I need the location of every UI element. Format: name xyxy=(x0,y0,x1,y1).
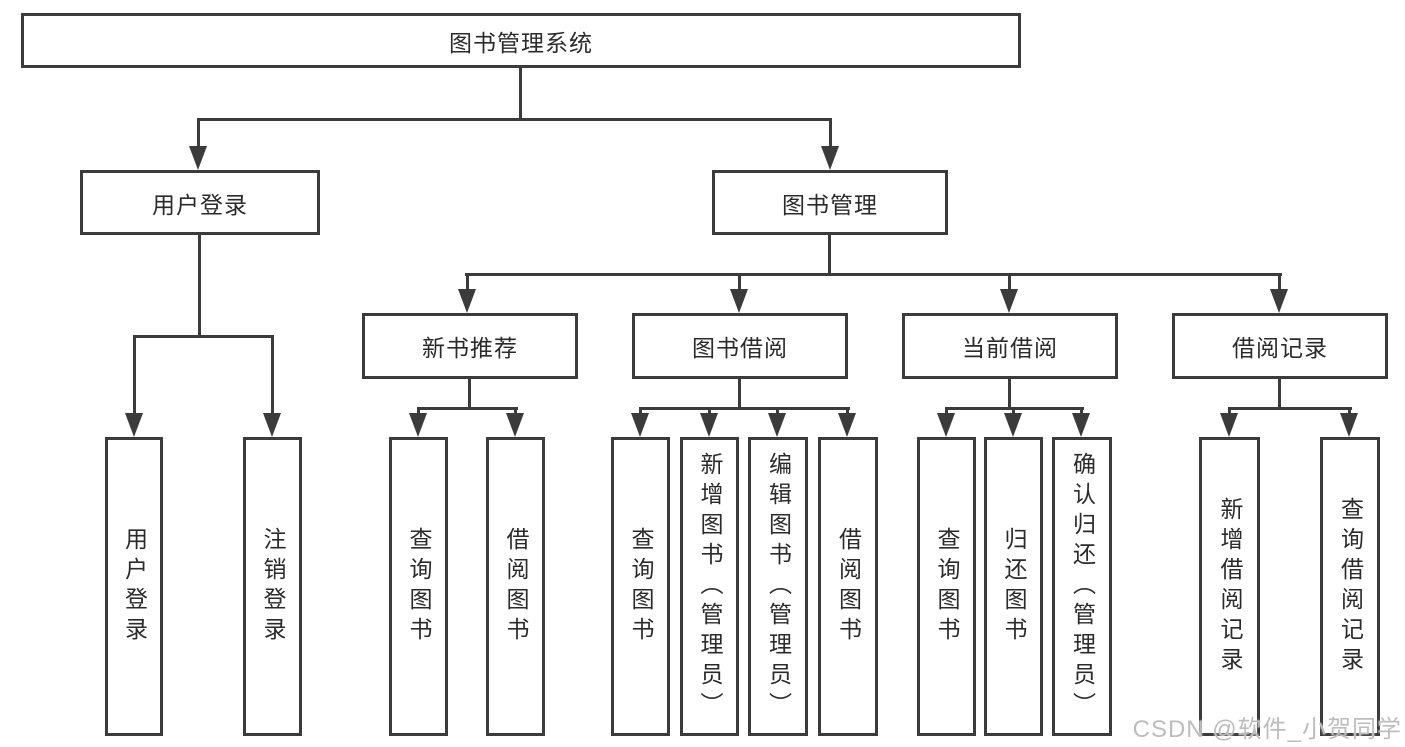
node-book-borrowing: 图书借阅 xyxy=(632,313,848,379)
connector-arrow-shaft xyxy=(945,407,948,417)
leaf-add-borrow-record: 新增借阅记录 xyxy=(1199,437,1260,736)
connector-arrow-shaft xyxy=(1278,273,1281,291)
connector-arrow-shaft xyxy=(1080,407,1083,417)
arrow-down-icon xyxy=(506,413,524,437)
leaf-label: 新增图书（管理员） xyxy=(697,451,723,722)
arrow-down-icon xyxy=(458,289,476,313)
leaf-label: 新增借阅记录 xyxy=(1217,496,1243,677)
connector-root-stem xyxy=(519,68,522,118)
connector-arrow-shaft xyxy=(846,407,849,417)
connector-bookmgmt-branch xyxy=(465,273,1282,276)
connector-stem xyxy=(738,379,741,407)
leaf-user-login: 用户登录 xyxy=(105,437,163,736)
arrow-down-icon xyxy=(1340,413,1358,437)
connector-userlogin-stem xyxy=(198,235,201,335)
arrow-down-icon xyxy=(937,413,955,437)
arrow-down-icon xyxy=(1000,289,1018,313)
leaf-label: 查询图书 xyxy=(406,526,432,647)
leaf-label: 查询图书 xyxy=(934,526,960,647)
leaf-label: 编辑图书（管理员） xyxy=(765,451,792,722)
connector-stem xyxy=(1008,379,1011,407)
node-new-book-recommend: 新书推荐 xyxy=(362,313,578,379)
leaf-borrow-books: 借阅图书 xyxy=(818,437,878,736)
arrow-down-icon xyxy=(1220,413,1238,437)
arrow-down-icon xyxy=(1004,413,1022,437)
leaf-label: 归还图书 xyxy=(1001,526,1027,647)
arrow-down-icon xyxy=(821,146,839,170)
leaf-query-books-recommend: 查询图书 xyxy=(389,437,448,736)
arrow-down-icon xyxy=(730,289,748,313)
leaf-label: 查询借阅记录 xyxy=(1337,496,1364,677)
arrow-down-icon xyxy=(1072,413,1090,437)
leaf-label: 借阅图书 xyxy=(835,526,862,647)
connector-branch xyxy=(1228,407,1352,410)
connector-arrow-shaft xyxy=(639,407,642,417)
connector-arrow-shaft xyxy=(133,335,136,416)
node-book-management: 图书管理 xyxy=(712,170,948,235)
node-library-system: 图书管理系统 xyxy=(21,13,1021,68)
connector-arrow-shaft xyxy=(271,335,274,416)
connector-branch xyxy=(417,407,518,410)
connector-arrow-shaft xyxy=(708,407,711,417)
connector-stem xyxy=(1278,379,1281,407)
leaf-edit-book-admin: 编辑图书（管理员） xyxy=(748,437,808,736)
connector-arrow-shaft xyxy=(776,407,779,417)
node-current-borrowing: 当前借阅 xyxy=(902,313,1118,379)
arrow-down-icon xyxy=(409,413,427,437)
node-user-login: 用户登录 xyxy=(80,170,320,235)
leaf-query-borrow-record: 查询借阅记录 xyxy=(1320,437,1380,736)
leaf-label: 用户登录 xyxy=(121,526,148,647)
csdn-watermark: CSDN @软件_小贺同学 xyxy=(1132,716,1402,743)
leaf-borrow-books-recommend: 借阅图书 xyxy=(486,437,545,736)
connector-userlogin-branch xyxy=(133,335,274,338)
arrow-down-icon xyxy=(768,413,786,437)
leaf-return-book: 归还图书 xyxy=(984,437,1043,736)
arrow-down-icon xyxy=(700,413,718,437)
connector-arrow-shaft xyxy=(514,407,517,417)
connector-arrow-shaft xyxy=(1348,407,1351,417)
connector-arrow-shaft xyxy=(738,273,741,291)
leaf-label: 注销登录 xyxy=(260,526,286,647)
connector-arrow-shaft xyxy=(1008,273,1011,291)
leaf-label: 查询图书 xyxy=(628,526,654,647)
connector-arrow-shaft xyxy=(197,118,200,150)
node-borrowing-records: 借阅记录 xyxy=(1172,313,1388,379)
leaf-logout: 注销登录 xyxy=(243,437,302,736)
connector-root-branch xyxy=(197,118,832,121)
arrow-down-icon xyxy=(263,413,281,437)
connector-stem xyxy=(468,379,471,407)
connector-branch xyxy=(639,407,850,410)
connector-arrow-shaft xyxy=(466,273,469,291)
arrow-down-icon xyxy=(838,413,856,437)
leaf-query-books-borrowing: 查询图书 xyxy=(611,437,670,736)
leaf-confirm-return-admin: 确认归还（管理员） xyxy=(1052,437,1112,736)
connector-arrow-shaft xyxy=(1228,407,1231,417)
arrow-down-icon xyxy=(1270,289,1288,313)
arrow-down-icon xyxy=(189,146,207,170)
connector-arrow-shaft xyxy=(417,407,420,417)
leaf-label: 借阅图书 xyxy=(503,526,529,647)
leaf-label: 确认归还（管理员） xyxy=(1069,451,1096,722)
leaf-add-book-admin: 新增图书（管理员） xyxy=(680,437,739,736)
arrow-down-icon xyxy=(631,413,649,437)
arrow-down-icon xyxy=(125,413,143,437)
leaf-query-books-current: 查询图书 xyxy=(917,437,976,736)
connector-arrow-shaft xyxy=(1012,407,1015,417)
connector-arrow-shaft xyxy=(829,118,832,150)
connector-bookmgmt-stem xyxy=(828,235,831,273)
